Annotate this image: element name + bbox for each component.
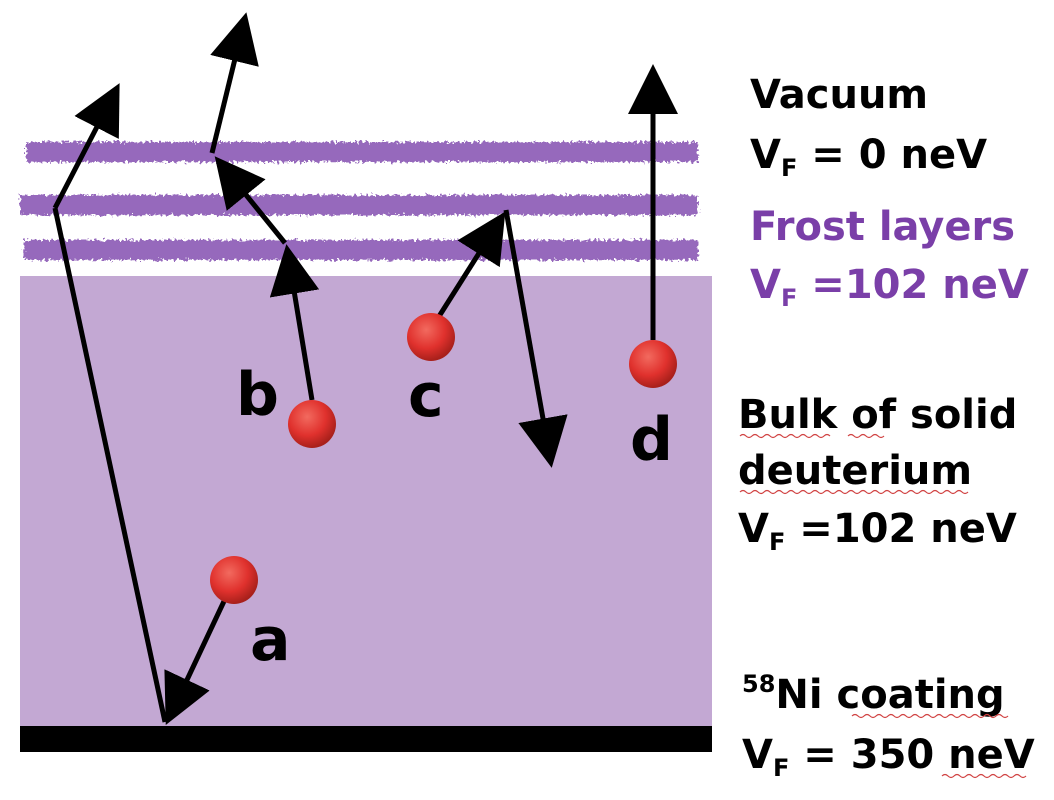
particle-c xyxy=(407,313,455,361)
particle-b xyxy=(288,400,336,448)
frost-layers xyxy=(20,142,698,260)
spellcheck-underline-of xyxy=(847,433,885,439)
bulk-title-line1: Bulk of solid xyxy=(738,392,1017,438)
spellcheck-underline-coating xyxy=(851,713,1009,719)
trajectory-b-seg3 xyxy=(209,12,259,154)
particle-label-d: d xyxy=(630,405,673,475)
spellcheck-underline-nev xyxy=(941,773,1027,779)
frost-potential: VF =102 neV xyxy=(750,262,1029,312)
particle-a xyxy=(210,556,258,604)
bulk-potential: VF =102 neV xyxy=(738,506,1017,556)
frost-layer-bottom xyxy=(24,240,698,260)
trajectory-b-seg2 xyxy=(214,156,287,245)
trajectory-b xyxy=(209,12,320,401)
coating-title: 58Ni coating xyxy=(742,670,1005,718)
trajectory-c xyxy=(435,209,568,468)
trajectory-a-seg1 xyxy=(164,578,237,726)
trajectory-c-seg2 xyxy=(503,209,568,468)
trajectory-a-seg2 xyxy=(52,207,168,723)
trajectory-a xyxy=(52,83,237,726)
spellcheck-underline-deuterium xyxy=(739,489,969,495)
nickel-coating-bar xyxy=(20,726,712,752)
trajectory-a-seg3 xyxy=(52,83,120,210)
particle-label-c: c xyxy=(408,361,444,431)
particle-label-b: b xyxy=(236,360,279,430)
spellcheck-underline-bulk xyxy=(739,433,831,439)
vacuum-title: Vacuum xyxy=(750,72,928,118)
frost-layer-middle xyxy=(20,195,698,215)
bulk-deuterium-region xyxy=(20,276,712,726)
coating-potential: VF = 350 neV xyxy=(742,732,1035,782)
bulk-title-line2: deuterium xyxy=(738,448,972,494)
trajectory-b-seg1 xyxy=(269,244,320,401)
particle-label-a: a xyxy=(250,605,291,675)
trajectory-c-seg1 xyxy=(435,211,506,320)
particle-d xyxy=(629,340,677,388)
vacuum-potential: VF = 0 neV xyxy=(750,132,987,182)
frost-layer-top xyxy=(26,142,698,162)
frost-title: Frost layers xyxy=(750,204,1015,250)
